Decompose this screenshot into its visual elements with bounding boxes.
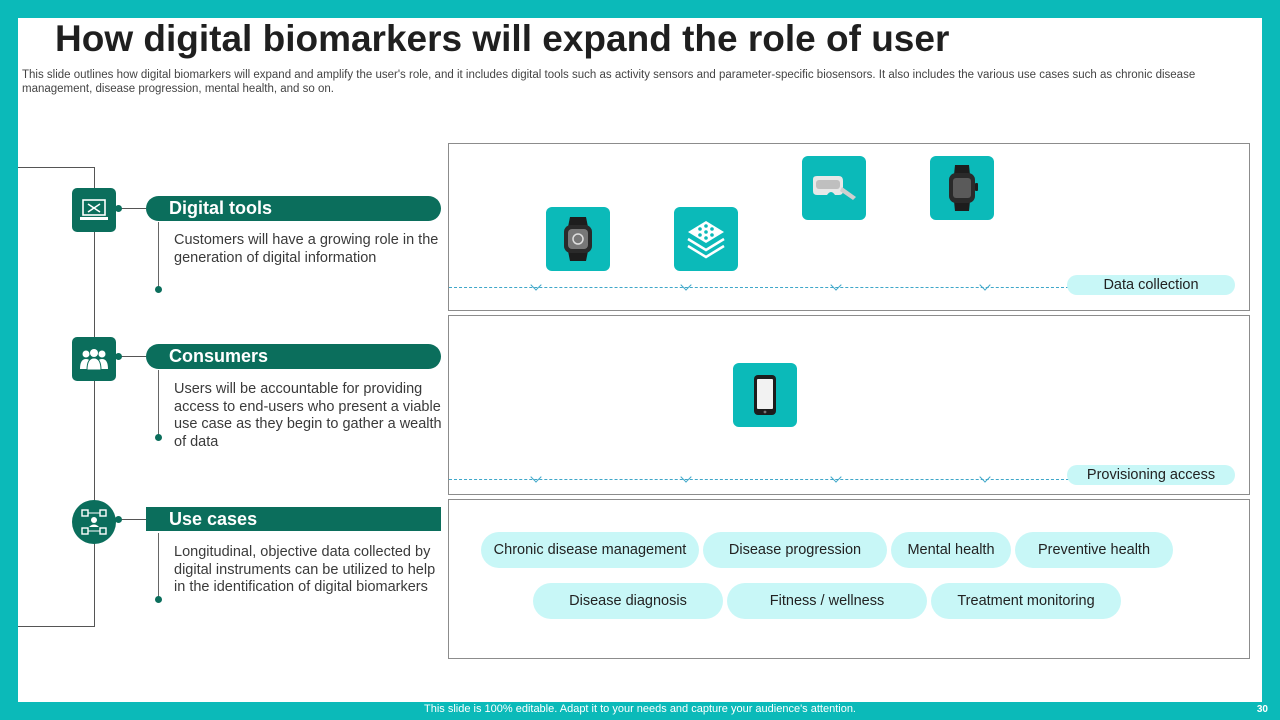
connector-dot: [115, 353, 122, 360]
device-tile: [546, 207, 610, 271]
timeline-dashed-line: [449, 287, 1069, 288]
section-icon-consumers: [72, 337, 116, 381]
desc-line: [158, 533, 159, 599]
device-tile: [674, 207, 738, 271]
timeline-marker: [979, 279, 991, 291]
footer-note: This slide is 100% editable. Adapt it to…: [424, 703, 856, 715]
use-case-pill: Disease progression: [703, 532, 887, 568]
device-tile: [802, 156, 866, 220]
timeline-marker: [680, 279, 692, 291]
data-collection-tag: Data collection: [1067, 275, 1235, 295]
desc-dot: [155, 596, 162, 603]
section-desc-consumers: Users will be accountable for providing …: [174, 381, 442, 450]
connector-line: [116, 208, 146, 209]
smartphone-icon: [754, 375, 776, 415]
use-case-pill: Treatment monitoring: [931, 583, 1121, 619]
tree-top-line: [18, 167, 95, 168]
users-icon: [80, 349, 108, 371]
connector-dot: [115, 516, 122, 523]
laptop-icon: [80, 199, 108, 220]
use-case-pill: Preventive health: [1015, 532, 1173, 568]
section-desc-use-cases: Longitudinal, objective data collected b…: [174, 544, 436, 595]
panel-use-cases: Chronic disease management Disease progr…: [448, 499, 1250, 659]
use-case-pill: Disease diagnosis: [533, 583, 723, 619]
desc-line: [158, 222, 159, 288]
slide-subtitle: This slide outlines how digital biomarke…: [22, 69, 1196, 95]
section-label-use-cases: Use cases: [146, 507, 441, 531]
tree-vertical-line: [94, 167, 95, 627]
use-case-pill: Mental health: [891, 532, 1011, 568]
section-icon-use-cases: [72, 500, 116, 544]
section-desc-digital-tools: Customers will have a growing role in th…: [174, 232, 439, 266]
connector-dot: [115, 205, 122, 212]
page-number: 30: [1256, 704, 1268, 715]
device-tile: [930, 156, 994, 220]
timeline-marker: [979, 471, 991, 483]
timeline-marker: [830, 471, 842, 483]
timeline-marker: [830, 279, 842, 291]
network-icon: [81, 509, 107, 535]
provisioning-access-tag: Provisioning access: [1067, 465, 1235, 485]
sensor-patch-icon: [687, 221, 725, 259]
use-case-pill: Fitness / wellness: [727, 583, 927, 619]
desc-line: [158, 370, 159, 438]
section-label-digital-tools: Digital tools: [146, 196, 441, 221]
page-title: How digital biomarkers will expand the r…: [55, 18, 950, 59]
section-label-consumers: Consumers: [146, 344, 441, 369]
connector-line: [116, 519, 146, 520]
use-case-pill: Chronic disease management: [481, 532, 699, 568]
vr-headset-icon: [813, 176, 856, 200]
section-icon-digital-tools: [72, 188, 116, 232]
timeline-marker: [680, 471, 692, 483]
timeline-marker: [530, 471, 542, 483]
smartwatch-icon: [564, 217, 592, 261]
fitness-band-icon: [949, 165, 978, 211]
panel-provisioning-access: Provisioning access: [448, 315, 1250, 495]
desc-dot: [155, 286, 162, 293]
desc-dot: [155, 434, 162, 441]
tree-bottom-line: [18, 626, 95, 627]
panel-data-collection: Data collection: [448, 143, 1250, 311]
connector-line: [116, 356, 146, 357]
timeline-dashed-line: [449, 479, 1069, 480]
timeline-marker: [530, 279, 542, 291]
device-tile: [733, 363, 797, 427]
